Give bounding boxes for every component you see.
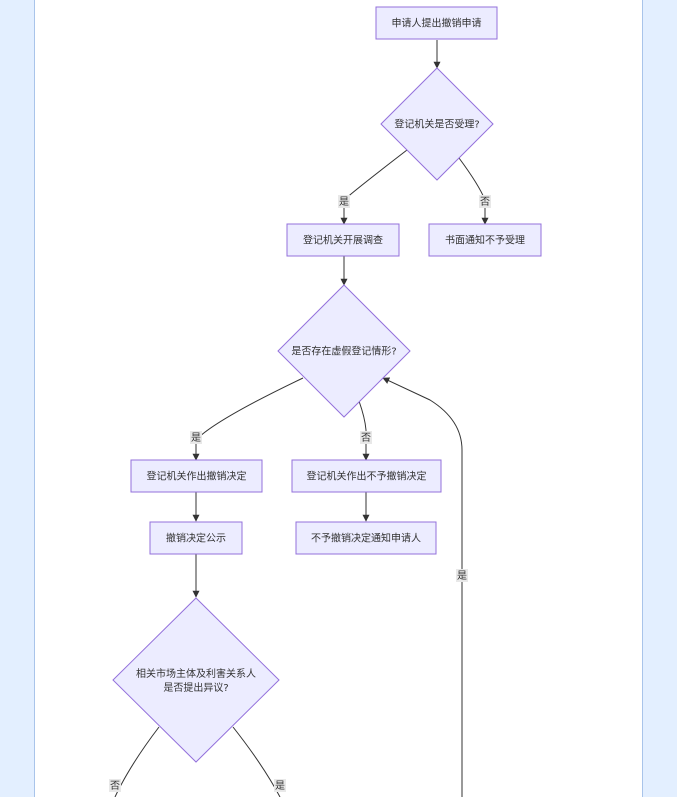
node-accept-label: 登记机关是否受理? <box>394 118 479 131</box>
node-publicity: 撤销决定公示 <box>149 521 243 555</box>
edge-label-accept-no: 否 <box>479 195 491 208</box>
svg-text:是: 是 <box>457 570 467 582</box>
node-objection-decision: 相关市场主体及利害关系人 是否提出异议? <box>112 597 280 763</box>
node-accept-decision: 登记机关是否受理? <box>380 67 494 181</box>
node-revoke-decision: 登记机关作出撤销决定 <box>130 459 263 493</box>
edge-label-objection-no: 否 <box>109 779 121 792</box>
node-investigate: 登记机关开展调查 <box>286 223 400 257</box>
node-publicity-label: 撤销决定公示 <box>166 532 226 545</box>
edge-loop-back-to-falsereg <box>382 377 463 797</box>
svg-text:是: 是 <box>191 432 201 444</box>
svg-text:是: 是 <box>339 196 349 208</box>
node-objection-label-line1: 相关市场主体及利害关系人 <box>136 667 256 680</box>
edge-accept-to-investigate <box>340 149 408 225</box>
node-false-registration-decision: 是否存在虚假登记情形? <box>277 284 411 418</box>
edge-accept-to-reject <box>458 157 489 225</box>
node-no-revoke-decision: 登记机关作出不予撤销决定 <box>291 459 442 493</box>
edge-falsereg-to-revoke <box>192 377 304 461</box>
node-investigate-label: 登记机关开展调查 <box>303 234 383 247</box>
node-start: 申请人提出撤销申请 <box>375 6 498 40</box>
flowchart: 申请人提出撤销申请 登记机关是否受理? 登记机关开展调查 书面通知不予受理 是否… <box>109 6 542 797</box>
edge-labels: 是 否 是 否 是 否 是 <box>109 195 491 792</box>
diagram-panel: 申请人提出撤销申请 登记机关是否受理? 登记机关开展调查 书面通知不予受理 是否… <box>34 0 643 797</box>
node-no-revoke-notice-label: 不予撤销决定通知申请人 <box>311 532 421 545</box>
node-no-revoke-notice: 不予撤销决定通知申请人 <box>295 521 437 555</box>
svg-text:是: 是 <box>275 780 285 792</box>
svg-text:否: 否 <box>480 196 490 208</box>
node-reject-notice-label: 书面通知不予受理 <box>445 234 525 247</box>
node-no-revoke-label: 登记机关作出不予撤销决定 <box>307 470 427 483</box>
svg-text:否: 否 <box>361 432 371 444</box>
node-reject-notice: 书面通知不予受理 <box>428 223 542 257</box>
edge-label-loop-yes: 是 <box>456 569 468 582</box>
node-false-reg-label: 是否存在虚假登记情形? <box>291 345 396 358</box>
edge-falsereg-to-norevoke <box>358 400 370 461</box>
edge-label-objection-yes: 是 <box>274 779 286 792</box>
edge-objection-yes <box>232 726 281 797</box>
edge-objection-no <box>114 726 160 797</box>
edge-label-falsereg-yes: 是 <box>190 431 202 444</box>
node-objection-label-line2: 是否提出异议? <box>163 681 228 694</box>
svg-text:否: 否 <box>110 780 120 792</box>
node-start-label: 申请人提出撤销申请 <box>392 17 482 30</box>
node-revoke-label: 登记机关作出撤销决定 <box>147 470 247 483</box>
edge-label-falsereg-no: 否 <box>360 431 372 444</box>
edge-label-accept-yes: 是 <box>338 195 350 208</box>
